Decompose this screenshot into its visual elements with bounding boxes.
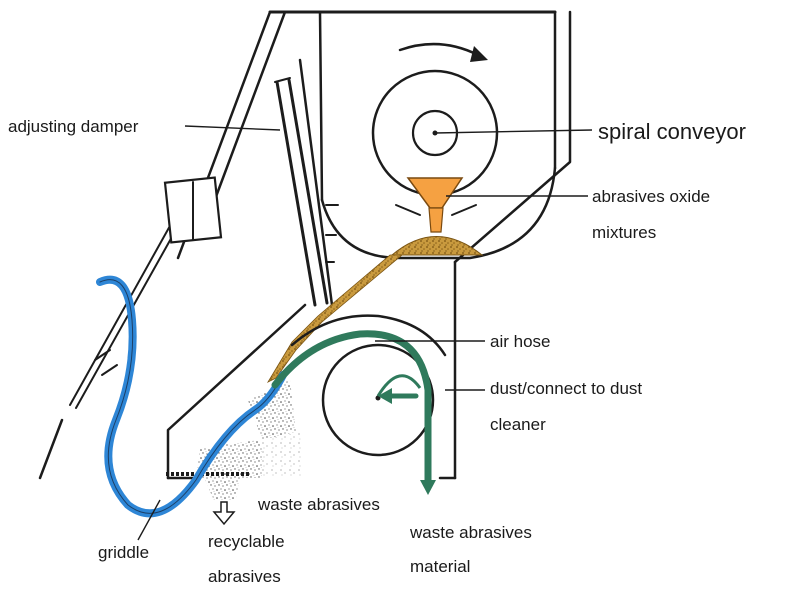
label-spiral-conveyor: spiral conveyor xyxy=(598,119,746,144)
label-griddle: griddle xyxy=(98,543,149,562)
label-recyclable-line2: abrasives xyxy=(208,567,281,586)
air-hose xyxy=(271,330,436,495)
label-air-hose: air hose xyxy=(490,332,550,351)
label-abrasives-oxide-line1: abrasives oxide xyxy=(592,187,710,206)
recyclable-arrow-icon xyxy=(212,501,236,526)
labels: adjusting damper spiral conveyor abrasiv… xyxy=(8,117,746,586)
falling-abrasives xyxy=(196,380,302,500)
label-dust-line1: dust/connect to dust xyxy=(490,379,642,398)
label-waste-abrasives-material-line1: waste abrasives xyxy=(409,523,532,542)
abrasives-hopper xyxy=(266,177,484,383)
label-waste-abrasives-material-line2: material xyxy=(410,557,470,576)
blue-hose xyxy=(96,275,287,518)
machine-housing xyxy=(38,10,572,480)
label-abrasives-oxide-line2: mixtures xyxy=(592,223,656,242)
label-waste-abrasives: waste abrasives xyxy=(257,495,380,514)
label-dust-line2: cleaner xyxy=(490,415,546,434)
spiral-conveyor xyxy=(371,42,499,197)
label-recyclable-line1: recyclable xyxy=(208,532,285,551)
label-adjusting-damper: adjusting damper xyxy=(8,117,139,136)
leader-lines xyxy=(137,125,593,541)
